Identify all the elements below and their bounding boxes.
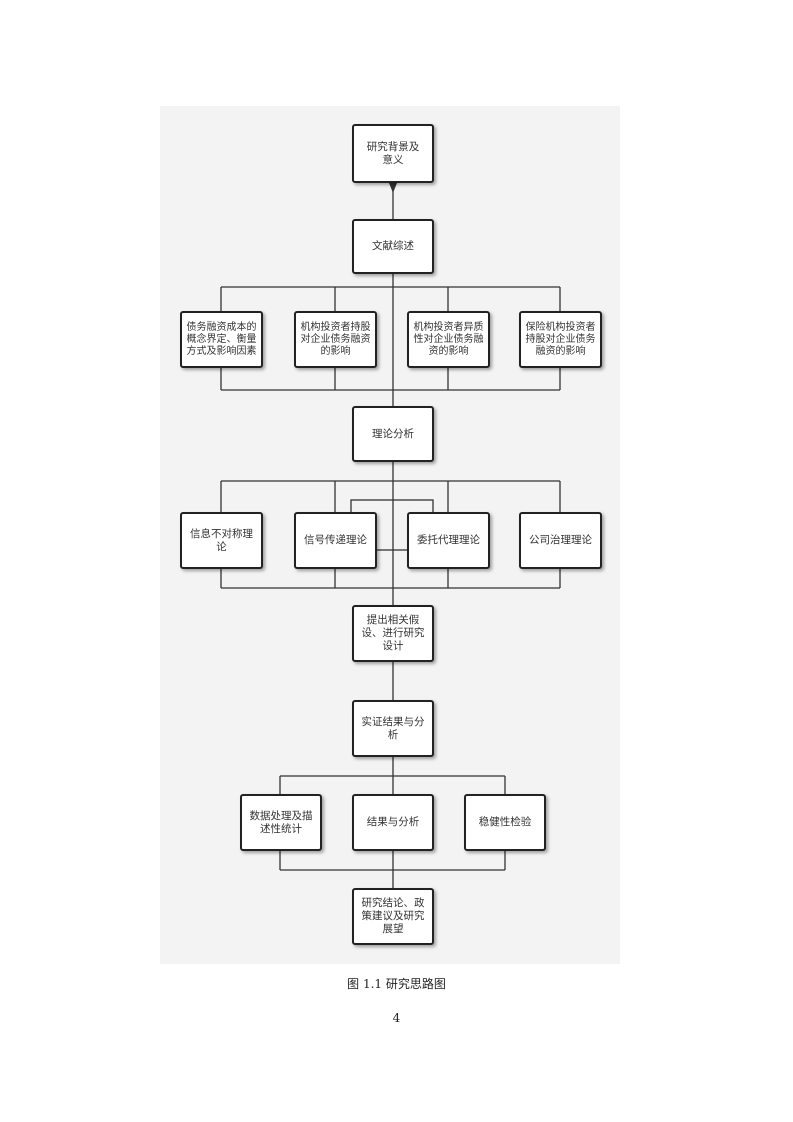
node-lit-insurance-investors: 保险机构投资者持股对企业债务融资的影响 <box>519 311 602 368</box>
node-theory-signaling: 信号传递理论 <box>294 512 377 569</box>
node-theory-governance: 公司治理理论 <box>519 512 602 569</box>
node-lit-debt-cost: 债务融资成本的概念界定、衡量方式及影响因素 <box>180 311 263 368</box>
node-theory-analysis: 理论分析 <box>352 406 434 462</box>
node-empirical-results: 实证结果与分析 <box>352 700 434 757</box>
node-lit-heterogeneity: 机构投资者异质性对企业债务融资的影响 <box>407 311 490 368</box>
figure-caption: 图 1.1 研究思路图 <box>347 977 446 991</box>
node-lit-institutional-holding: 机构投资者持股对企业债务融资的影响 <box>294 311 377 368</box>
node-emp-descriptive: 数据处理及描述性统计 <box>240 794 322 851</box>
node-theory-info-asymmetry: 信息不对称理论 <box>180 512 263 569</box>
page-number: 4 <box>392 1011 401 1025</box>
node-conclusion: 研究结论、政策建议及研究展望 <box>352 888 434 945</box>
node-theory-agency: 委托代理理论 <box>407 512 490 569</box>
node-hypothesis-design: 提出相关假设、进行研究设计 <box>352 605 434 662</box>
node-emp-robustness: 稳健性检验 <box>464 794 546 851</box>
node-research-background: 研究背景及意义 <box>352 124 434 183</box>
node-literature-review: 文献综述 <box>352 219 434 274</box>
node-emp-results: 结果与分析 <box>352 794 434 851</box>
arrowhead-icon <box>389 183 397 193</box>
